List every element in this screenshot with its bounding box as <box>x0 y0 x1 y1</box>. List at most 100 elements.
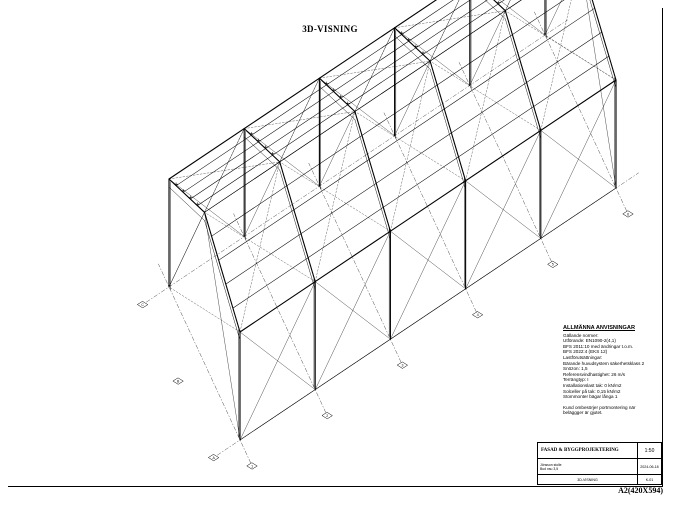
roof-bracing <box>354 111 466 181</box>
grid-marker <box>321 412 333 420</box>
rafter-flange <box>319 86 356 120</box>
purlin <box>218 7 595 261</box>
gridline <box>534 11 627 212</box>
wall-bracing <box>239 331 316 390</box>
gridline <box>158 263 251 464</box>
grid-marker-label: B <box>177 379 180 383</box>
notes-footer-line: Kund ombesörjer portmontering när <box>563 404 636 410</box>
notes-line: Snözon: 1,5 <box>563 366 588 372</box>
grid-marker-label: 5 <box>552 263 554 267</box>
rafter <box>429 60 467 182</box>
gable-bracing <box>586 0 617 189</box>
wall-bracing <box>469 0 511 86</box>
general-notes: ALLMÄNNA ANVISNINGAR Gällande normer: Ut… <box>563 325 663 416</box>
rafter-flange <box>204 220 241 341</box>
grid-marker <box>208 454 220 462</box>
roof-bracing <box>429 60 541 131</box>
rafter <box>243 128 281 163</box>
notes-line: BFS 2022:4 (EKS 12) <box>563 349 608 355</box>
gable-bracing <box>544 34 617 81</box>
grid-marker <box>246 462 258 470</box>
sheet-size-label: A2(420X594) <box>618 486 663 495</box>
rafter-flange <box>279 169 316 290</box>
notes-footer-line: beläggger är gjutet. <box>563 410 603 416</box>
rafter-flange <box>505 18 542 139</box>
grid-marker <box>396 361 409 369</box>
wall-bracing <box>390 231 466 289</box>
drawing-number: 3D-VISNING <box>538 475 638 484</box>
title-block: FASAD & BYGGPROJEKTERING 1:50 Jönsson st… <box>537 442 662 485</box>
project-line-1: Jönsson stolle <box>540 462 562 467</box>
rafter <box>279 161 316 283</box>
title-block-row-number: 3D-VISNING K-01 <box>538 475 661 484</box>
sheet-border-bottom <box>8 486 663 487</box>
project-line-2: Bud nsu 3,5 <box>540 466 559 471</box>
notes-line: Installationslast tak: 0 kN/m2 <box>563 382 622 388</box>
purlin <box>204 0 522 213</box>
grid-marker-label: C <box>141 303 144 307</box>
grid-marker <box>622 210 634 218</box>
grid-marker <box>547 260 559 268</box>
rafter <box>394 27 431 62</box>
drawing-date: 2024-06-18 <box>640 464 659 469</box>
title-block-row-company: FASAD & BYGGPROJEKTERING 1:50 <box>538 443 661 459</box>
gridline <box>146 19 568 303</box>
grid-marker-label: A <box>213 456 216 460</box>
revision: K-01 <box>645 477 654 482</box>
rafter-flange <box>429 68 466 190</box>
rafter-flange <box>394 35 431 70</box>
gridline <box>308 163 402 363</box>
notes-heading: ALLMÄNNA ANVISNINGAR <box>563 325 635 331</box>
gridline <box>458 62 552 262</box>
notes-line: Referensvindhastighet: 26 m/s <box>563 371 626 377</box>
gable-bracing <box>544 0 562 36</box>
rafter-flange <box>354 119 391 240</box>
purlin <box>239 79 617 333</box>
gable-bracing <box>168 212 205 288</box>
notes-line: Utförande: EN1090-2(4,1) <box>563 338 616 344</box>
title-block-row-project: Jönsson stolle Bud nsu 3,5 2024-06-18 <box>538 459 661 475</box>
gable-bracing <box>168 286 241 333</box>
grid-marker <box>172 377 184 385</box>
notes-line: Solceller på tak: 0,15 kN/m2 <box>563 388 621 394</box>
rafter-flange <box>168 186 205 221</box>
purlin <box>175 0 454 186</box>
notes-line: Bärande huvudsystem säkerhetsklass 2 <box>563 360 645 366</box>
notes-line: Lastförutsättningar: <box>563 354 603 360</box>
grid-marker-label: 4 <box>477 313 479 317</box>
purlin <box>197 0 505 206</box>
project-info: Jönsson stolle Bud nsu 3,5 <box>538 459 638 474</box>
purlin <box>168 0 438 180</box>
purlin <box>190 0 488 200</box>
grid-marker-label: 3 <box>401 364 403 368</box>
roof-bracing <box>204 212 316 282</box>
company-name: FASAD & BYGGPROJEKTERING <box>538 443 638 458</box>
grid-marker <box>472 311 484 319</box>
roof-bracing <box>279 78 320 163</box>
frame-geometry <box>146 0 639 464</box>
scale-value: 1:50 <box>644 447 655 454</box>
grid-marker-label: 2 <box>326 414 328 418</box>
purlin <box>232 55 610 309</box>
notes-line: Stommonter bägar långa 1 <box>563 394 618 400</box>
ground-beam <box>239 187 617 441</box>
wall-bracing <box>465 180 541 239</box>
rafter <box>203 211 241 333</box>
rafter <box>493 0 506 12</box>
rafter <box>318 77 356 113</box>
roof-bracing <box>239 161 280 333</box>
roof-bracing <box>540 0 572 131</box>
wall-bracing <box>315 281 391 340</box>
grid-marker-label: 6 <box>627 212 629 216</box>
rafter-flange <box>589 0 617 89</box>
roof-bracing <box>354 27 395 112</box>
rafter <box>504 10 542 131</box>
rafter <box>168 178 206 213</box>
rafter <box>354 110 391 232</box>
notes-line: Gällande normer: <box>563 332 599 338</box>
gridline <box>233 213 326 413</box>
grid-marker <box>137 301 149 309</box>
